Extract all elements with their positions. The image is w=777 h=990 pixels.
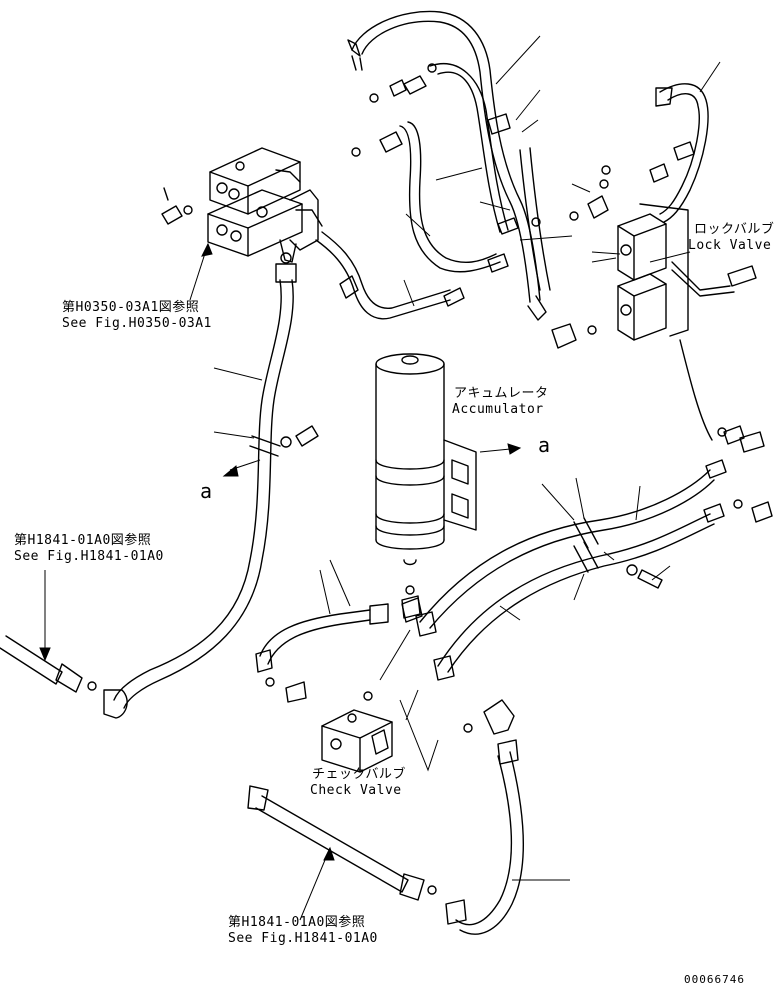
tubes-right	[679, 339, 773, 523]
check-valve-label-jp: チェックバルブ	[312, 767, 406, 782]
hose-lower-right	[445, 699, 525, 935]
accumulator	[375, 353, 477, 595]
ref-h0350-label-jp: 第H0350-03A1図参照	[62, 300, 200, 315]
upper-valve-block	[161, 147, 323, 263]
tube-lower-middle	[315, 231, 465, 320]
accumulator-label-en: Accumulator	[452, 402, 544, 417]
clamp-bolt-right	[626, 564, 663, 589]
check-valve-label-en: Check Valve	[310, 783, 402, 798]
lock-valve-label-jp: ロックバルブ	[694, 222, 775, 237]
hose-to-elbow	[519, 147, 597, 349]
pipe-left-straight	[0, 635, 97, 693]
ref-h1841-bottom-label-en: See Fig.H1841-01A0	[228, 931, 378, 946]
accumulator-label-jp: アキュムレータ	[454, 386, 549, 401]
pipe-lower-straight	[247, 785, 437, 901]
hose-middle	[351, 121, 509, 273]
ref-h1841-top-label-en: See Fig.H1841-01A0	[14, 549, 164, 564]
check-valve	[321, 691, 393, 773]
clamp-bolt-left	[280, 425, 319, 448]
view-a-right-label: a	[538, 433, 551, 457]
arrowheads	[39, 242, 522, 861]
double-hose-middle	[415, 459, 727, 681]
fitting-below-accumulator	[401, 595, 421, 619]
lock-valve	[569, 179, 757, 341]
ref-h1841-top-label-jp: 第H1841-01A0図参照	[14, 533, 152, 548]
ref-h0350-label-en: See Fig.H0350-03A1	[62, 316, 212, 331]
hose-top-arc	[347, 10, 547, 321]
ref-h1841-bottom-label-jp: 第H1841-01A0図参照	[228, 915, 366, 930]
hose-left-long	[103, 252, 297, 719]
hose-check-loop	[255, 597, 423, 703]
hose-top-second	[369, 63, 541, 235]
lock-valve-label-en: Lock Valve	[688, 238, 772, 253]
view-a-left-label: a	[200, 479, 213, 503]
hose-upper-right	[601, 83, 709, 223]
drawing-number: 00066746	[684, 973, 745, 986]
